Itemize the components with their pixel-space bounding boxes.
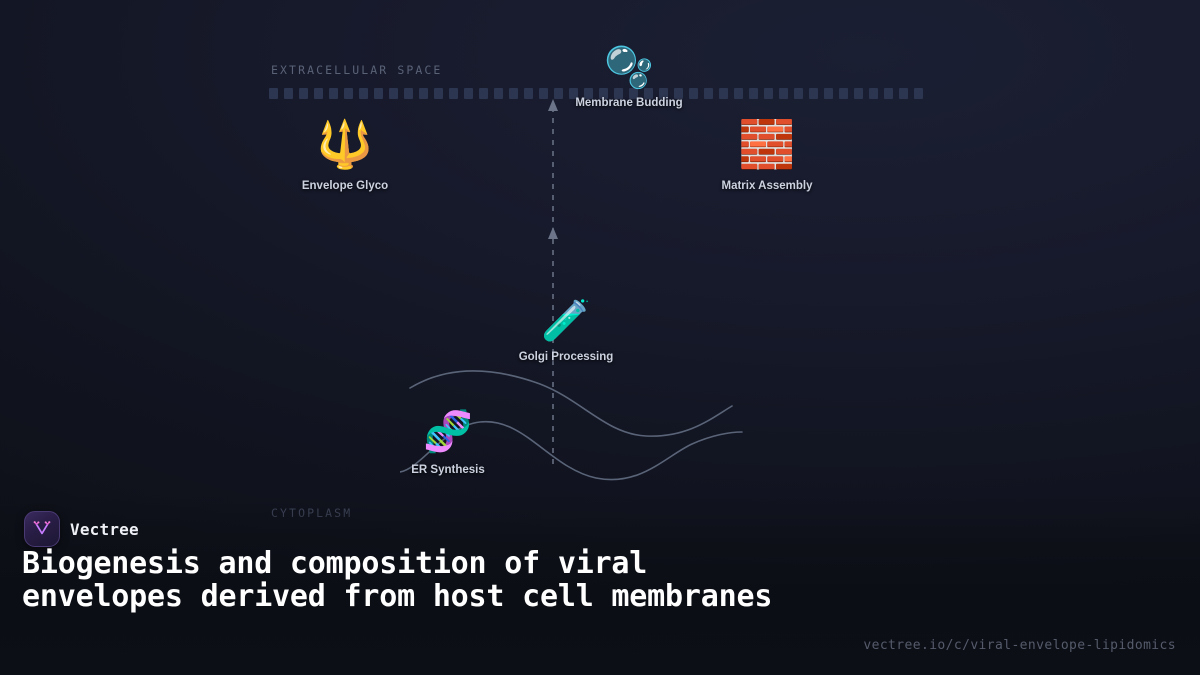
membrane-dash	[644, 88, 653, 99]
membrane-dash	[554, 88, 563, 99]
membrane-dash	[464, 88, 473, 99]
membrane-dash	[509, 88, 518, 99]
transport-arrow-lower	[548, 227, 558, 239]
stage-node-golgi-processing[interactable]: 🧪 Golgi Processing	[486, 297, 646, 363]
membrane-dash	[779, 88, 788, 99]
stage-label-er-synthesis: ER Synthesis	[411, 464, 485, 476]
membrane-dash	[794, 88, 803, 99]
dna-icon: 🧬	[423, 410, 473, 454]
membrane-dash	[659, 88, 668, 99]
membrane-dash	[269, 88, 278, 99]
brand-name: Vectree	[70, 519, 139, 539]
stage-label-envelope-glyco: Envelope Glyco	[301, 180, 389, 192]
stage-node-matrix-assembly[interactable]: 🧱 Matrix Assembly	[687, 118, 847, 192]
membrane-dash	[749, 88, 758, 99]
membrane-dash	[854, 88, 863, 99]
membrane-dash	[389, 88, 398, 99]
membrane-dash	[764, 88, 773, 99]
membrane-dash	[734, 88, 743, 99]
membrane-dash	[314, 88, 323, 99]
page-title: Biogenesis and composition of viral enve…	[22, 546, 773, 614]
membrane-dash	[584, 88, 593, 99]
zone-label-extracellular: EXTRACELLULAR SPACE	[271, 63, 443, 77]
brand: Vectree	[24, 511, 139, 547]
membrane-dash	[599, 88, 608, 99]
membrane-dash	[614, 88, 623, 99]
stage-label-matrix-assembly: Matrix Assembly	[721, 180, 813, 192]
membrane-dash	[899, 88, 908, 99]
brick-wall-icon: 🧱	[738, 118, 796, 170]
membrane-dash	[869, 88, 878, 99]
test-tube-icon: 🧪	[541, 299, 591, 343]
membrane-dash	[434, 88, 443, 99]
membrane-dash	[674, 88, 683, 99]
membrane-dash	[344, 88, 353, 99]
membrane-dash	[419, 88, 428, 99]
stage-label-golgi-processing: Golgi Processing	[518, 351, 614, 363]
membrane-dash	[719, 88, 728, 99]
plasma-membrane	[269, 88, 930, 99]
bubbles-icon: 🫧	[604, 46, 654, 90]
stage-node-membrane-budding[interactable]: 🫧 Membrane Budding	[529, 45, 729, 109]
trident-icon: 🔱	[316, 118, 374, 170]
membrane-dash	[884, 88, 893, 99]
membrane-dash	[449, 88, 458, 99]
membrane-dash	[524, 88, 533, 99]
source-url: vectree.io/c/viral-envelope-lipidomics	[863, 638, 1176, 653]
transport-axis	[548, 99, 558, 470]
membrane-dash	[629, 88, 638, 99]
membrane-dash	[689, 88, 698, 99]
zone-label-cytoplasm: CYTOPLASM	[271, 506, 353, 520]
vectree-logo-icon	[24, 511, 60, 547]
membrane-dash	[359, 88, 368, 99]
membrane-dash	[284, 88, 293, 99]
membrane-dash	[494, 88, 503, 99]
membrane-dash	[404, 88, 413, 99]
membrane-dash	[299, 88, 308, 99]
membrane-dash	[809, 88, 818, 99]
stage-node-envelope-glyco[interactable]: 🔱 Envelope Glyco	[265, 118, 425, 192]
membrane-dash	[824, 88, 833, 99]
membrane-dash	[839, 88, 848, 99]
membrane-dash	[569, 88, 578, 99]
membrane-dash	[704, 88, 713, 99]
membrane-dash	[374, 88, 383, 99]
stage-node-er-synthesis[interactable]: 🧬 ER Synthesis	[368, 408, 528, 476]
membrane-dash	[539, 88, 548, 99]
membrane-dash	[329, 88, 338, 99]
membrane-dash	[479, 88, 488, 99]
membrane-dash	[914, 88, 923, 99]
stage-label-membrane-budding: Membrane Budding	[575, 97, 683, 109]
